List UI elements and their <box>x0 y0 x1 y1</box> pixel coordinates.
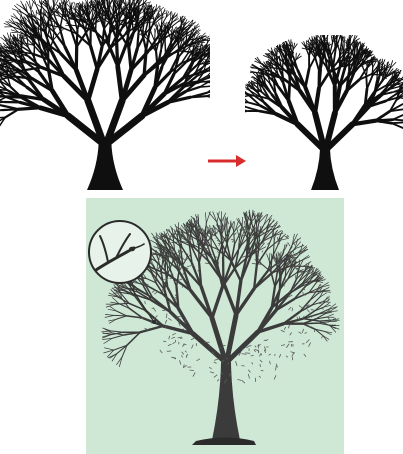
tree-after-icon <box>245 35 403 195</box>
right-arrow-icon <box>206 150 248 172</box>
branch-cut-detail-icon <box>86 218 154 286</box>
tree-before-icon <box>0 0 210 195</box>
